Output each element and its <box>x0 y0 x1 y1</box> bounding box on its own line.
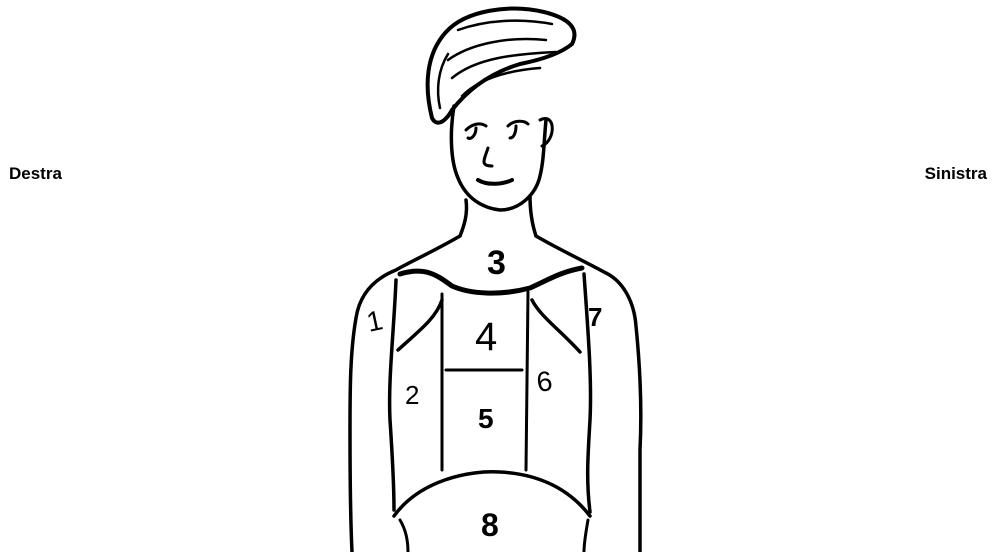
zone-5-label: 5 <box>478 403 494 434</box>
label-destra: Destra <box>9 164 62 184</box>
zone-3-label: 3 <box>487 244 506 282</box>
zone-6-label: 6 <box>535 365 555 398</box>
zone-1-label: 1 <box>364 304 386 338</box>
label-sinistra: Sinistra <box>925 164 987 184</box>
zone-numbers: 1 2 3 4 5 6 7 8 <box>364 244 603 543</box>
zone-4-label: 4 <box>475 315 497 359</box>
face <box>451 106 552 210</box>
torso-outline <box>350 236 641 552</box>
zone-7-label: 7 <box>588 302 602 332</box>
body-drawing: 1 2 3 4 5 6 7 8 <box>330 0 650 552</box>
hair <box>428 9 575 123</box>
zone-2-label: 2 <box>405 380 419 410</box>
zone-8-label: 8 <box>481 507 499 543</box>
body-diagram: 1 2 3 4 5 6 7 8 <box>330 0 650 552</box>
